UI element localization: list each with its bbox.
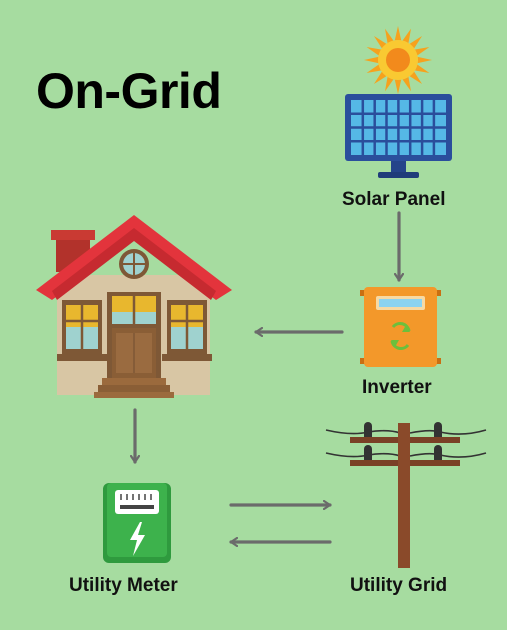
- sun-ray: [417, 56, 432, 64]
- sun-ray: [373, 35, 387, 49]
- inverter-label: Inverter: [362, 377, 432, 398]
- utility-grid-label: Utility Grid: [350, 575, 448, 596]
- diagram-title: On-Grid: [36, 63, 222, 119]
- sun-ray: [366, 64, 381, 74]
- sun-ray: [394, 79, 402, 94]
- sun-ray: [373, 71, 387, 85]
- sun-ray: [409, 71, 423, 85]
- sun-ray: [409, 35, 423, 49]
- inverter-icon: [360, 287, 441, 367]
- house-icon: [36, 215, 232, 398]
- sun-ray: [415, 46, 430, 56]
- power-pole-icon: [325, 422, 487, 568]
- sun-ray: [364, 56, 379, 64]
- sun-ray: [384, 28, 394, 43]
- utility-meter-icon: [103, 483, 171, 563]
- sun-ray: [402, 77, 412, 92]
- solar-panel-label: Solar Panel: [342, 189, 446, 210]
- sun-ray: [384, 77, 394, 92]
- sun-ray: [394, 26, 402, 41]
- sun-ray: [402, 28, 412, 43]
- sun-ray: [415, 64, 430, 74]
- sun-icon: [364, 26, 432, 94]
- solar-panel-icon: [345, 94, 452, 178]
- utility-meter-label: Utility Meter: [69, 575, 178, 596]
- sun-ray: [366, 46, 381, 56]
